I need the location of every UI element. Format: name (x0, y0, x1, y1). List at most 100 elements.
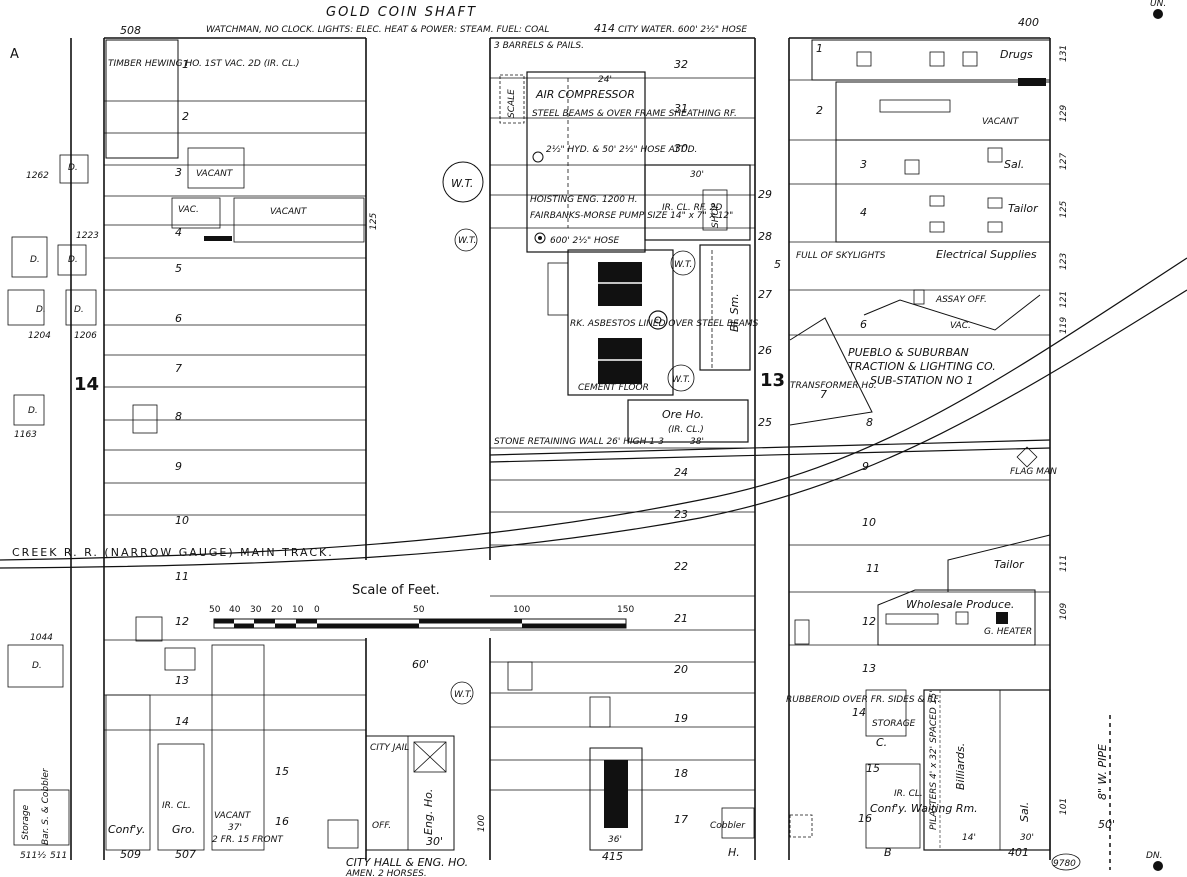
scale-tick-4: 10 (292, 605, 304, 615)
side-109: 109 (1059, 603, 1069, 620)
water-pipe-label: 8" W. PIPE (1096, 744, 1109, 800)
right-lot-5: 5 (774, 258, 781, 271)
flag-man-label: FLAG MAN (1010, 467, 1057, 477)
dim-30-a: 30' (690, 170, 704, 180)
cement-floor-label: CEMENT FLOOR (578, 383, 649, 393)
addr-1223: 1223 (76, 231, 99, 241)
right-lot-7: 7 (820, 388, 827, 401)
hydrant-label: 2½" HYD. & 50' 2½" HOSE ATT'D. (546, 145, 697, 155)
left-block: 14 508 125 TIMBER HEWING HO. 1ST VAC. 2D… (74, 24, 379, 861)
right-lot-13: 13 (862, 662, 876, 675)
right-lot-15: 15 (866, 762, 880, 775)
left-lot-1: 1 (182, 58, 189, 71)
railroad-tracks (0, 257, 1187, 569)
shop-label: SHOP (711, 202, 721, 228)
right-lot-12: 12 (862, 615, 876, 628)
dim-30-b: 30' (426, 835, 443, 848)
header-address: 414 (594, 22, 615, 35)
left-lot-15: 15 (275, 765, 289, 778)
mid-lot-25: 25 (758, 416, 772, 429)
pipe-distance: 50' (1098, 818, 1115, 831)
right-lot-11: 11 (866, 562, 880, 575)
heater-label: G. HEATER (984, 627, 1032, 637)
map-header: GOLD COIN SHAFT WATCHMAN, NO CLOCK. LIGH… (206, 5, 1039, 35)
middle-lot-numbers: 32 31 30 29 28 27 26 25 24 23 22 21 20 1… (674, 58, 772, 826)
rk-asbestos-label: RK. ASBESTOS LINED OVER STEEL BEAMS (570, 319, 759, 329)
steel-beams-label: STEEL BEAMS & OVER FRAME SHEATHING RF. (532, 109, 737, 119)
city-hall-label: CITY HALL & ENG. HO. (346, 856, 468, 869)
vacant-label-2: VACANT (270, 207, 308, 217)
railroad-label: CREEK R. R. (NARROW GAUGE) MAIN TRACK. (12, 546, 334, 559)
gro-label: Gro. (172, 823, 195, 836)
side-127: 127 (1059, 153, 1069, 170)
h-label: H. (728, 846, 740, 859)
vacant-label-1: VACANT (196, 169, 234, 179)
left-lot-6: 6 (175, 312, 182, 325)
addr-1206: 1206 (74, 331, 97, 341)
left-lot-11: 11 (175, 570, 189, 583)
ircl-label-middle: IR. CL. RF. 2D (662, 203, 722, 213)
assay-label: ASSAY OFF. (935, 295, 987, 305)
street-labels: CREEK R. R. (NARROW GAUGE) MAIN TRACK. C… (12, 546, 468, 877)
mid-lot-21: 21 (674, 612, 688, 625)
scale-building-label: SCALE (507, 89, 517, 118)
right-lot-9: 9 (862, 460, 869, 473)
dim-38: 38' (690, 437, 704, 447)
right-side-numbers: 131 129 127 125 123 121 119 111 109 101 (1059, 45, 1069, 815)
addr-511: 511 (50, 851, 67, 861)
hose-label: 600' 2½" HOSE (550, 236, 620, 246)
scale-tick-8: 150 (617, 605, 634, 615)
corner-number-bottom-right: 401 (1008, 846, 1029, 859)
water-tower-label-5: W.T. (454, 690, 472, 700)
mid-lot-20: 20 (674, 663, 688, 676)
mid-lot-22: 22 (674, 560, 688, 573)
scale-tick-5: 0 (314, 605, 320, 615)
scale-tick-6: 50 (413, 605, 425, 615)
block-number-left: 14 (74, 374, 99, 395)
eng-ho-label: Eng. Ho. (422, 789, 435, 835)
mid-lot-32: 32 (674, 58, 688, 71)
left-lot-numbers: 1 2 3 4 5 6 7 8 9 10 11 12 13 14 15 16 (175, 58, 289, 828)
water-tower-label-3: W.T. (674, 260, 692, 270)
b-label: B (884, 846, 892, 859)
pueblo-label-3: SUB-STATION NO 1 (870, 374, 974, 387)
mid-lot-27: 27 (758, 288, 772, 301)
confy-label-right: Conf'y. Waiting Rm. (870, 802, 978, 815)
pueblo-label-1: PUEBLO & SUBURBAN (848, 346, 969, 359)
mid-lot-17: 17 (674, 813, 688, 826)
side-number-left: 125 (369, 213, 379, 230)
right-lot-2: 2 (816, 104, 823, 117)
left-lot-3: 3 (175, 166, 182, 179)
ore-house-sub: (IR. CL.) (668, 425, 704, 435)
dwelling-label-4: D. (74, 305, 84, 315)
dwelling-label-2: D. (68, 255, 78, 265)
city-jail-label: CITY JAIL (370, 743, 409, 753)
addr-511-half: 511½ (20, 851, 46, 861)
vac-label-right: VAC. (950, 321, 971, 331)
rubberoid-label: RUBBEROID OVER FR. SIDES & RF. (786, 695, 940, 705)
dwelling-label-1: D. (30, 255, 40, 265)
dwelling-label-5: D. (28, 406, 38, 416)
skylights-label: FULL OF SKYLIGHTS (796, 251, 886, 261)
dim-30-right: 30' (1020, 833, 1034, 843)
scale-tick-3: 20 (271, 605, 283, 615)
timber-hewing-label: TIMBER HEWING HO. 1ST VAC. 2D (IR. CL.) (108, 59, 300, 69)
side-101: 101 (1059, 798, 1069, 815)
vac-label: VAC. (178, 205, 199, 215)
lot-lines (104, 77, 1050, 791)
left-lot-13: 13 (175, 674, 189, 687)
left-lot-10: 10 (175, 514, 189, 527)
dwelling-label-3: D. (36, 305, 46, 315)
vacant-label-3: VACANT (214, 811, 252, 821)
addr-509: 509 (120, 848, 141, 861)
side-123: 123 (1059, 253, 1069, 270)
barrels-label: 3 BARRELS & PAILS. (494, 41, 584, 51)
middle-block: 3 BARRELS & PAILS. SCALE 24' AIR COMPRES… (365, 41, 772, 863)
side-111: 111 (1059, 555, 1069, 572)
corner-letter: A (10, 47, 19, 62)
compass-bottom: DN. (1146, 851, 1163, 861)
left-lot-9: 9 (175, 460, 182, 473)
mid-lot-18: 18 (674, 767, 688, 780)
page-number: 9780 (1053, 859, 1076, 869)
side-131: 131 (1059, 45, 1069, 62)
